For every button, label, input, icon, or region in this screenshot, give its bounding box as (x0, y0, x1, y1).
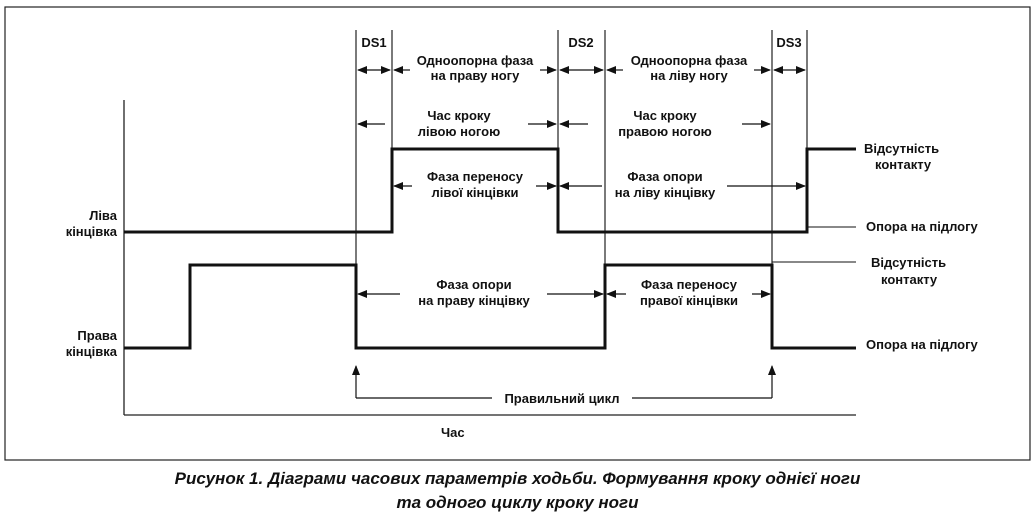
step-time-right-line2: правою ногою (618, 124, 712, 139)
ds3-label: DS3 (776, 35, 801, 50)
ds2-label: DS2 (568, 35, 593, 50)
diagram-frame (4, 6, 1031, 461)
step-time-right-line1: Час кроку (633, 108, 697, 123)
left-limb-label-line1: Ліва (89, 208, 118, 223)
gait-cycle-label: Правильний цикл (504, 391, 619, 406)
stance-left-line2: на ліву кінцівку (615, 185, 716, 200)
single-support-left-line2: на ліву ногу (650, 68, 728, 83)
right-ground-label: Опора на підлогу (866, 337, 979, 352)
single-support-left-line1: Одноопорна фаза (631, 53, 748, 68)
figure-caption-line1: Рисунок 1. Діаграми часових параметрів х… (174, 469, 861, 488)
right-limb-label-line1: Права (77, 328, 117, 343)
swing-left-line2: лівої кінцівки (432, 185, 519, 200)
swing-left-line1: Фаза переносу (427, 169, 524, 184)
figure-caption-line2: та одного циклу кроку ноги (396, 493, 639, 512)
single-support-right-line1: Одноопорна фаза (417, 53, 534, 68)
stance-right-line2: на праву кінцівку (418, 293, 530, 308)
time-axis-label: Час (441, 425, 465, 440)
left-limb-waveform (124, 147, 856, 234)
left-limb-label-line2: кінцівка (66, 224, 118, 239)
right-limb-waveform (124, 263, 856, 350)
right-no-contact-line1: Відсутність (871, 255, 946, 270)
right-limb-label-line2: кінцівка (66, 344, 118, 359)
step-time-left-line1: Час кроку (427, 108, 491, 123)
left-no-contact-line2: контакту (875, 157, 932, 172)
right-no-contact-line2: контакту (881, 272, 938, 287)
swing-right-line1: Фаза переносу (641, 277, 738, 292)
ds1-label: DS1 (361, 35, 386, 50)
left-no-contact-line1: Відсутність (864, 141, 939, 156)
stance-left-line1: Фаза опори (627, 169, 702, 184)
stance-right-line1: Фаза опори (436, 277, 511, 292)
left-ground-label: Опора на підлогу (866, 219, 979, 234)
step-time-left-line2: лівою ногою (418, 124, 500, 139)
swing-right-line2: правої кінцівки (640, 293, 738, 308)
single-support-right-line2: на праву ногу (431, 68, 520, 83)
